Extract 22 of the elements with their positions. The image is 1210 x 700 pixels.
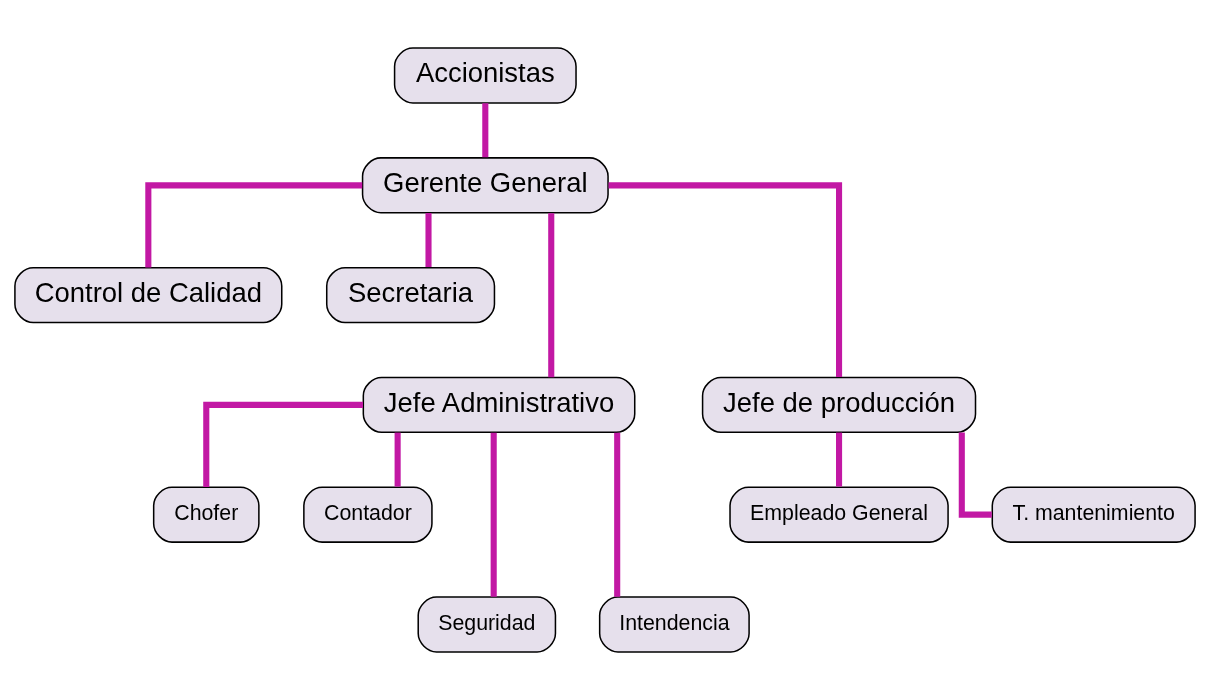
- node-box: Jefe Administrativo: [362, 376, 636, 434]
- connector: [394, 432, 401, 487]
- node-box: Gerente General: [361, 157, 609, 214]
- connector: [608, 182, 843, 378]
- connector: [425, 213, 432, 268]
- node-box: Intendencia: [598, 596, 750, 653]
- connector: [548, 213, 555, 378]
- connector: [203, 401, 363, 487]
- node-box: Jefe de producción: [701, 376, 977, 434]
- connector: [836, 432, 843, 487]
- connector: [482, 103, 489, 158]
- connector: [614, 432, 621, 597]
- node-box: Accionistas: [393, 47, 577, 104]
- node-box: Chofer: [152, 486, 260, 543]
- node-box: Secretaria: [325, 266, 496, 324]
- node-box: Empleado General: [729, 486, 949, 543]
- connector: [490, 432, 497, 597]
- node-box: Control de Calidad: [14, 266, 283, 324]
- node-box: Contador: [303, 486, 433, 543]
- node-box: T. mantenimiento: [991, 486, 1196, 543]
- node-box: Seguridad: [417, 596, 557, 653]
- connector: [145, 182, 363, 268]
